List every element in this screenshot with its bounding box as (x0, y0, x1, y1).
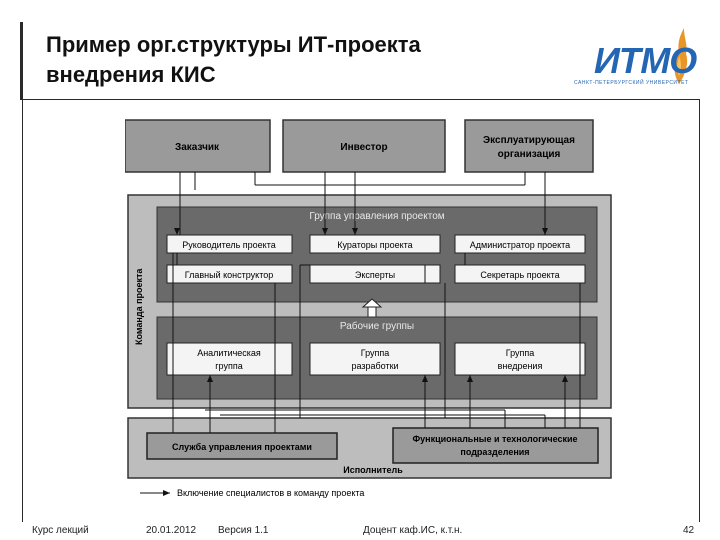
role-experts-label: Эксперты (355, 270, 395, 280)
dev-group-label-1: Группа (361, 348, 390, 358)
analytic-group-box (166, 342, 293, 376)
functional-units-label-1: Функциональные и технологические (412, 434, 577, 444)
management-group-band (156, 206, 598, 303)
functional-units-box (392, 427, 599, 464)
role-chief-designer (166, 264, 293, 284)
logo-text: ИТМО (594, 40, 697, 81)
legend-arrow-icon (140, 490, 170, 496)
role-project-admin (454, 234, 586, 254)
role-project-curators-label: Кураторы проекта (337, 240, 412, 250)
role-chief-designer-label: Главный конструктор (185, 270, 273, 280)
logo-subtitle: САНКТ-ПЕТЕРБУРГСКИЙ УНИВЕРСИТЕТ (574, 80, 689, 86)
connector-arrowheads (174, 228, 568, 382)
itmo-logo: ИТМО САНКТ-ПЕТЕРБУРГСКИЙ УНИВЕРСИТЕТ (572, 22, 702, 92)
footer-version: Версия 1.1 (218, 525, 269, 536)
slide-title-line-1: Пример орг.структуры ИТ-проекта (46, 32, 421, 57)
impl-group-box (454, 342, 586, 376)
frame-right-line (699, 99, 700, 522)
functional-units-label-2: подразделения (460, 447, 529, 457)
slide-title: Пример орг.структуры ИТ-проекта внедрени… (46, 30, 421, 90)
footer-page-number: 42 (683, 525, 695, 536)
analytic-group-label-2: группа (215, 361, 242, 371)
customer-label: Заказчик (175, 142, 220, 153)
operating-org-label-1: Эксплуатирующая (483, 135, 575, 146)
role-experts (309, 264, 441, 284)
footer-author: Доцент каф.ИС, к.т.н. (363, 525, 463, 536)
customer-box (125, 119, 271, 173)
role-project-manager-label: Руководитель проекта (182, 240, 275, 250)
executor-label: Исполнитель (343, 465, 403, 475)
footer-course: Курс лекций (32, 525, 89, 536)
analytic-group-label-1: Аналитическая (197, 348, 261, 358)
slide-title-line-2: внедрения КИС (46, 62, 216, 87)
impl-group-label-1: Группа (506, 348, 535, 358)
footer-date: 20.01.2012 (146, 525, 197, 536)
logo-flame-icon (674, 28, 688, 84)
pmo-box (146, 432, 338, 460)
management-group-label: Группа управления проектом (309, 211, 444, 222)
frame-left-vertical (22, 99, 23, 522)
work-groups-label: Рабочие группы (340, 320, 414, 332)
role-project-admin-label: Администратор проекта (470, 240, 570, 250)
investor-label: Инвестор (340, 142, 387, 153)
org-structure-diagram: Заказчик Инвестор Эксплуатирующая органи… (125, 119, 612, 498)
role-project-manager (166, 234, 293, 254)
frame-left-line (20, 22, 23, 100)
dev-group-box (309, 342, 441, 376)
slide-footer: Курс лекций 20.01.2012 Версия 1.1 Доцент… (0, 522, 720, 540)
frame-top-line (20, 99, 700, 100)
legend-label: Включение специалистов в команду проекта (177, 488, 364, 498)
impl-group-label-2: внедрения (498, 361, 543, 371)
operating-org-label-2: организация (498, 149, 561, 160)
pmo-label: Служба управления проектами (172, 442, 312, 452)
role-project-secretary (454, 264, 586, 284)
connector-lines (172, 172, 581, 433)
investor-box (282, 119, 446, 173)
project-team-label: Команда проекта (134, 268, 144, 345)
role-project-secretary-label: Секретарь проекта (480, 270, 559, 280)
dev-group-label-2: разработки (351, 361, 398, 371)
role-project-curators (309, 234, 441, 254)
operating-org-box (464, 119, 594, 173)
